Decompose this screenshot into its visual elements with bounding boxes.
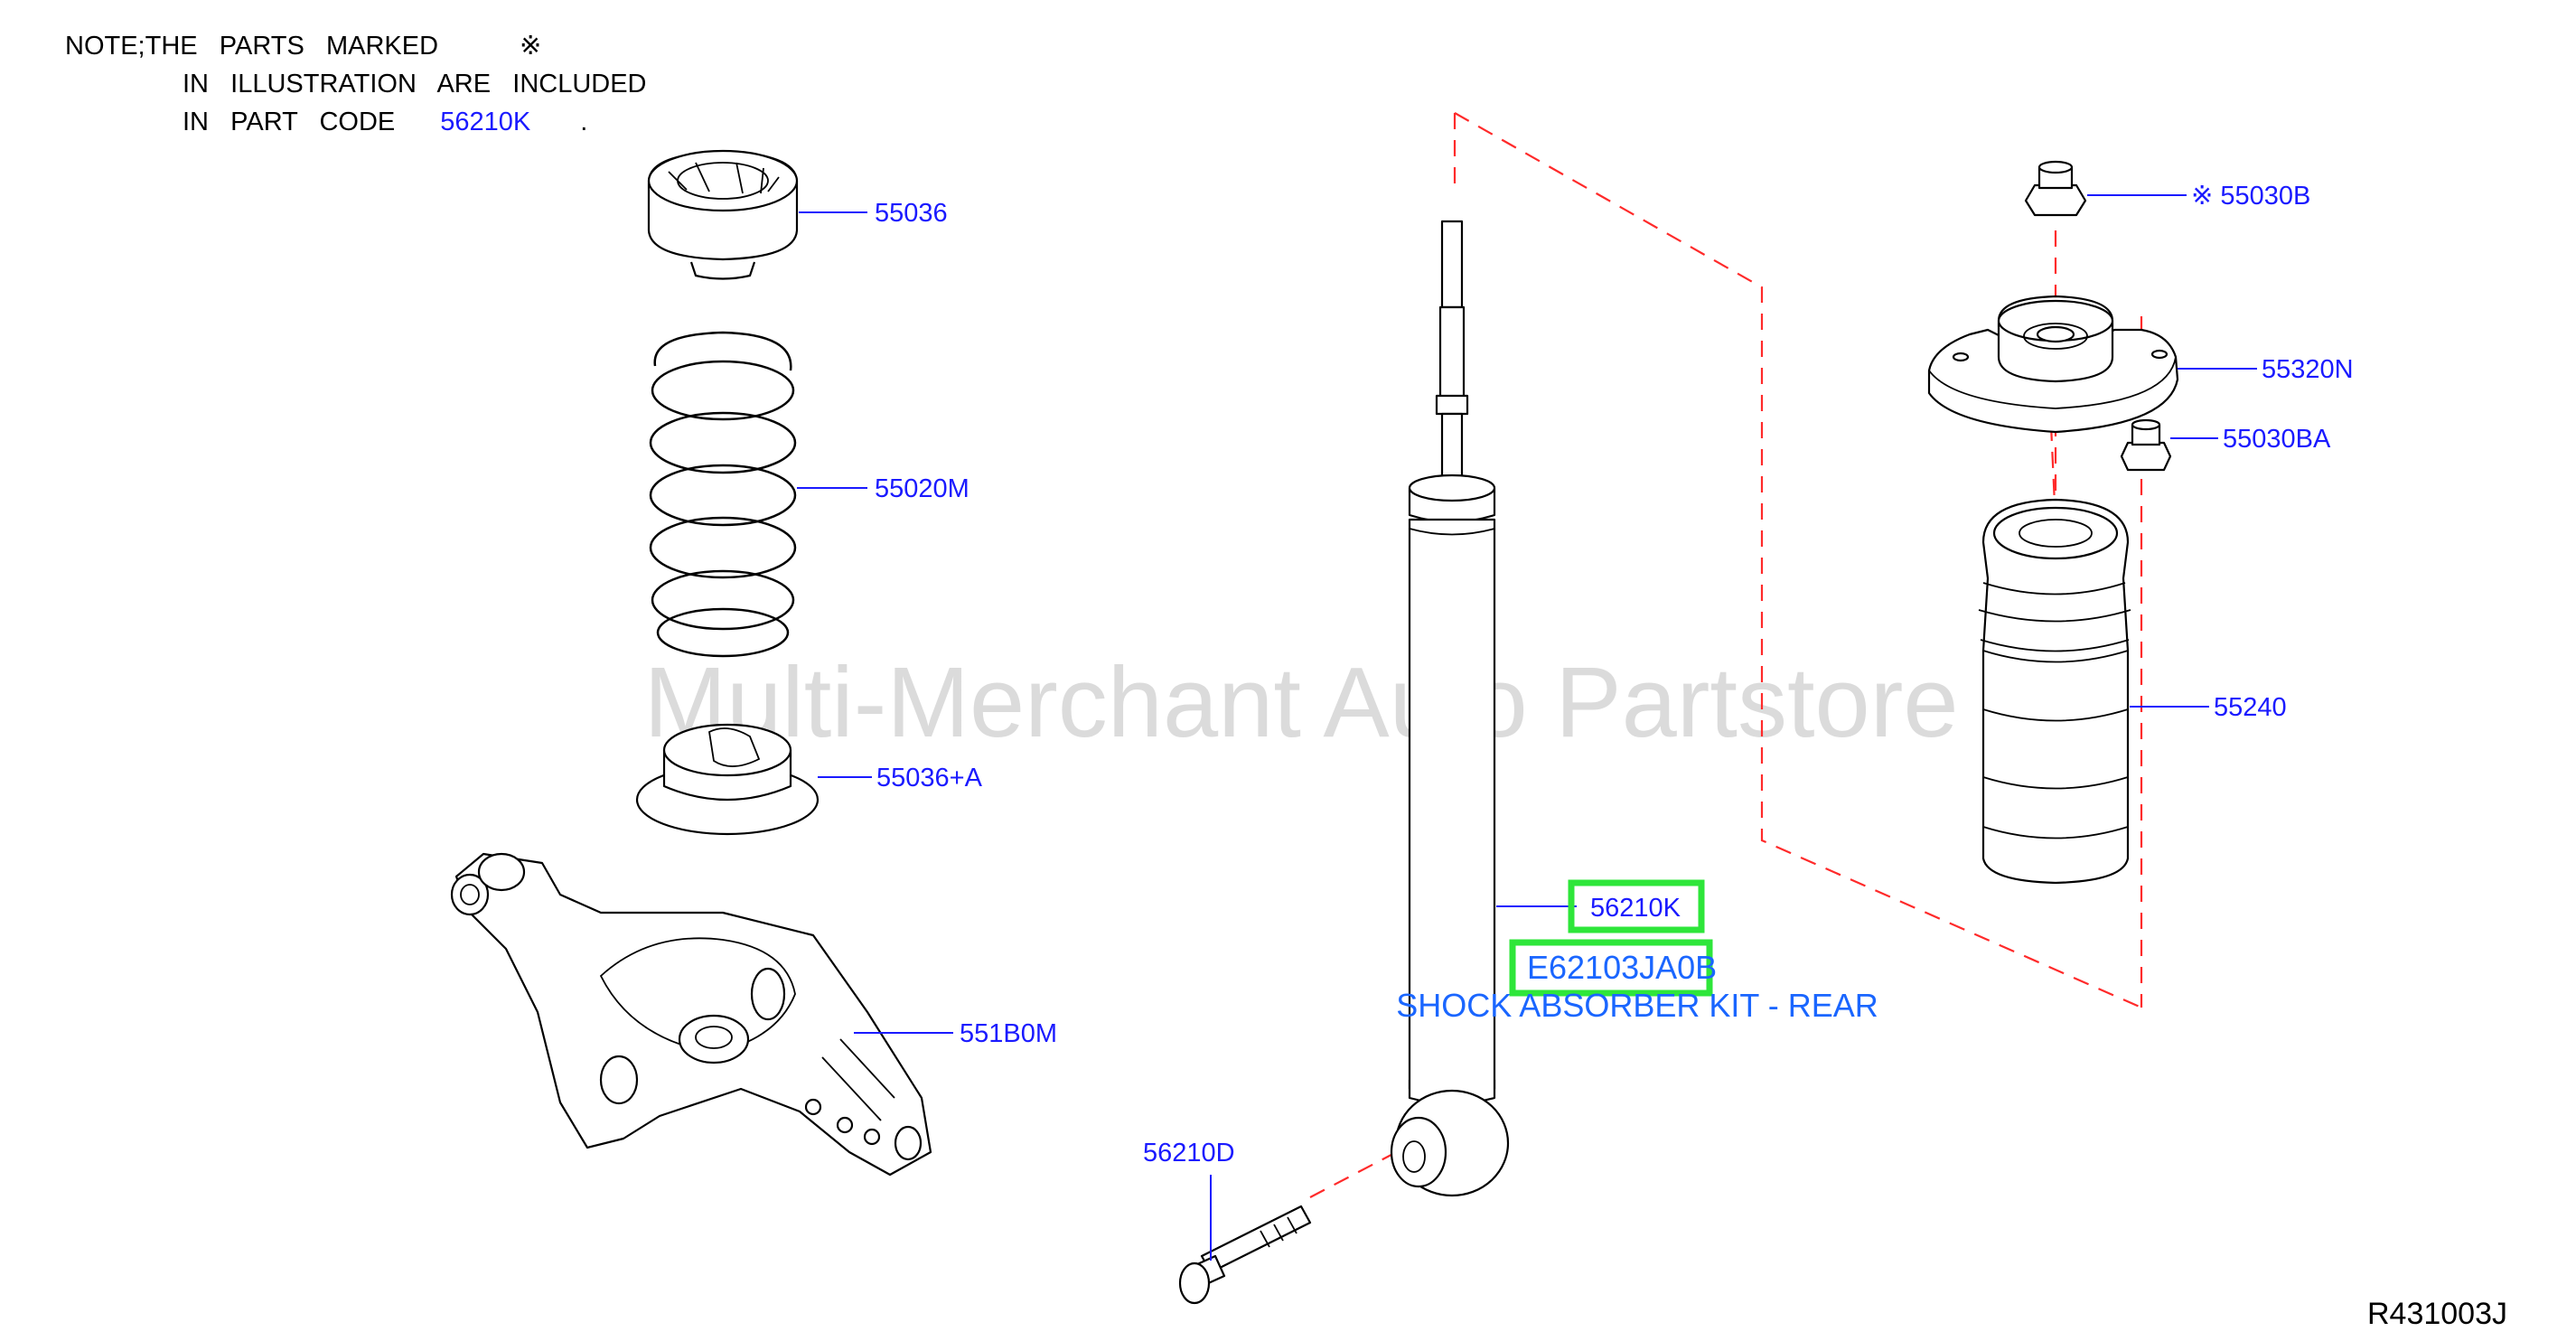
callout-55036[interactable]: 55036 — [875, 199, 948, 228]
note-line-1: NOTE;THE PARTS MARKED※ — [65, 32, 542, 61]
callout-56210K[interactable]: 56210K — [1590, 894, 1681, 923]
reference-code: R431003J — [2367, 1297, 2507, 1331]
callout-55030BA[interactable]: 55030BA — [2223, 425, 2331, 454]
part-55240-bellows[interactable] — [1978, 498, 2131, 885]
part-55320N-mount-insulator[interactable] — [1927, 295, 2179, 434]
highlight-box-part-number — [1509, 939, 1713, 997]
callout-56210D[interactable]: 56210D — [1143, 1139, 1235, 1168]
watermark-text: Multi-Merchant Auto Partstore — [643, 647, 1958, 758]
highlight-part-number[interactable]: E62103JA0B — [1527, 949, 1717, 986]
callout-55036A[interactable]: 55036+A — [876, 764, 983, 792]
part-55036-spring-seat[interactable] — [647, 149, 799, 280]
callout-55020M[interactable]: 55020M — [875, 474, 970, 503]
note-block: NOTE;THE PARTS MARKED※ IN ILLUSTRATION A… — [65, 27, 647, 141]
highlight-description[interactable]: SHOCK ABSORBER KIT - REAR — [1396, 987, 1878, 1024]
note-line-2: IN ILLUSTRATION ARE INCLUDED — [183, 70, 647, 98]
part-55030B-nut[interactable] — [2024, 160, 2087, 217]
part-55020M-coil-spring[interactable] — [649, 331, 797, 658]
callout-551B0M[interactable]: 551B0M — [960, 1019, 1057, 1048]
note-mark-symbol: ※ — [520, 32, 542, 61]
part-55036A-lower-seat[interactable] — [635, 723, 820, 836]
part-56210K-shock-absorber[interactable] — [1390, 220, 1510, 1197]
part-55030BA-nut[interactable] — [2120, 418, 2172, 472]
callout-55030B[interactable]: ※ 55030B — [2191, 182, 2310, 211]
callout-55240[interactable]: 55240 — [2214, 693, 2287, 722]
callout-55320N[interactable]: 55320N — [2262, 355, 2354, 384]
part-56210D-bolt[interactable] — [1178, 1205, 1312, 1305]
highlight-box-56210K — [1568, 879, 1705, 933]
part-551B0M-control-arm[interactable] — [450, 852, 932, 1177]
note-part-code[interactable]: 56210K — [440, 108, 531, 136]
